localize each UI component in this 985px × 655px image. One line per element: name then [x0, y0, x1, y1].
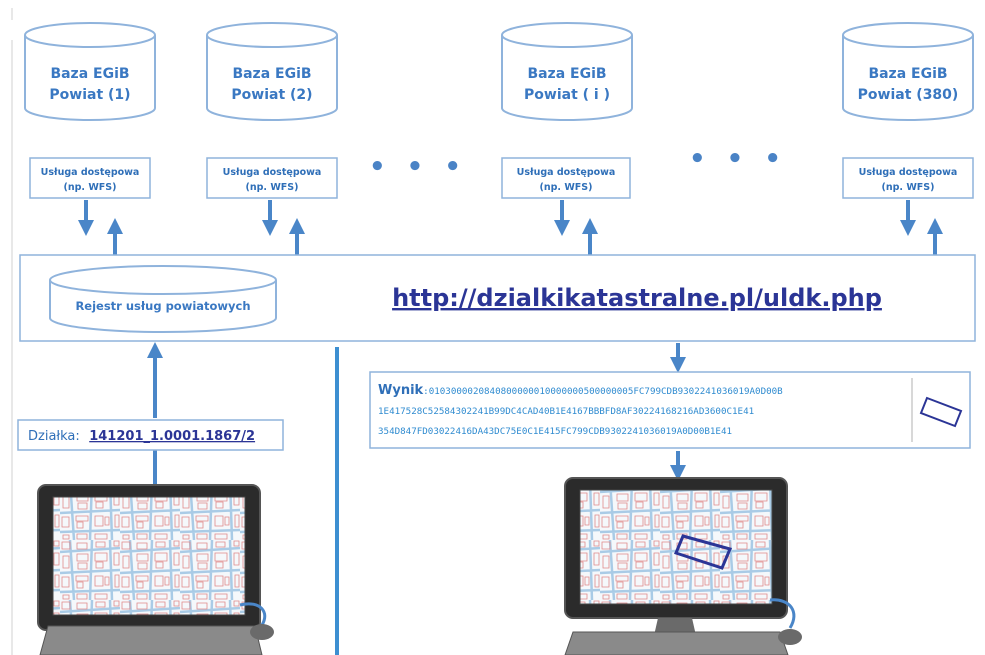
service-box-i: Usługa dostępowa (np. WFS) — [501, 157, 631, 199]
database-icon — [49, 265, 277, 333]
result-box: Wynik:0103000020840800000010000000500000… — [369, 371, 971, 449]
registry-database: Rejestr usług powiatowych — [49, 265, 277, 333]
parcel-polygon-icon — [919, 396, 963, 428]
database-powiat-2: Baza EGiB Powiat (2) — [206, 22, 338, 121]
result-wkb-line: :0103000020840800000010000000500000005FC… — [423, 386, 783, 397]
database-icon — [842, 22, 974, 121]
map-screen — [52, 496, 246, 616]
registry-label: Rejestr usług powiatowych — [75, 299, 250, 313]
svg-text:Wynik:010300002084080000001000: Wynik:0103000020840800000010000000500000… — [378, 383, 783, 398]
svg-text:Działka: 141201_1.0001.1: Działka: 141201_1.0001.1867/2 — [28, 427, 255, 444]
service-label: Usługa dostępowa — [223, 167, 322, 178]
computer-icon — [564, 477, 802, 655]
result-wkb-line: 354D847FD03022416DA43DC75E0C1E415FC799CD… — [378, 426, 732, 437]
service-protocol: (np. WFS) — [882, 182, 935, 193]
database-title: Baza EGiB — [527, 66, 606, 82]
parcel-label: Działka: — [28, 429, 80, 444]
service-label: Usługa dostępowa — [517, 167, 616, 178]
ellipsis-right: • • • — [689, 144, 787, 174]
database-title: Baza EGiB — [232, 66, 311, 82]
service-protocol: (np. WFS) — [246, 182, 299, 193]
service-box-2: Usługa dostępowa (np. WFS) — [206, 157, 338, 199]
mouse — [250, 624, 274, 640]
database-title: Baza EGiB — [868, 66, 947, 82]
database-powiat-1: Baza EGiB Powiat (1) — [24, 22, 156, 121]
keyboard — [564, 631, 789, 655]
database-subtitle: Powiat (2) — [231, 87, 312, 103]
parcel-id-value[interactable]: 141201_1.0001.1867/2 — [89, 429, 255, 444]
database-powiat-i: Baza EGiB Powiat ( i ) — [501, 22, 633, 121]
service-arrows — [78, 200, 943, 255]
computer-icon — [37, 484, 274, 655]
database-icon — [501, 22, 633, 121]
service-label: Usługa dostępowa — [859, 167, 958, 178]
service-url-link[interactable]: http://dzialkikatastralne.pl/uldk.php — [392, 284, 882, 312]
parcel-id-box: Działka: 141201_1.0001.1867/2 — [17, 419, 284, 451]
service-protocol: (np. WFS) — [64, 182, 117, 193]
mouse-cable — [239, 602, 267, 626]
ellipsis-left: • • • — [369, 152, 467, 182]
service-box-1: Usługa dostępowa (np. WFS) — [29, 157, 151, 199]
map-screen — [579, 489, 773, 605]
keyboard — [39, 625, 263, 655]
mouse — [778, 629, 802, 645]
result-wkb-line: 1E417528C52584302241B99DC4CAD40B1E4167BB… — [378, 406, 754, 417]
database-subtitle: Powiat (1) — [49, 87, 130, 103]
result-label: Wynik — [378, 383, 424, 398]
mouse-cable — [769, 598, 796, 629]
database-powiat-380: Baza EGiB Powiat (380) — [842, 22, 974, 121]
database-subtitle: Powiat (380) — [858, 87, 959, 103]
service-label: Usługa dostępowa — [41, 167, 140, 178]
highlighted-parcel — [673, 534, 733, 570]
database-icon — [24, 22, 156, 121]
database-subtitle: Powiat ( i ) — [524, 87, 610, 103]
database-title: Baza EGiB — [50, 66, 129, 82]
service-protocol: (np. WFS) — [540, 182, 593, 193]
database-icon — [206, 22, 338, 121]
service-box-380: Usługa dostępowa (np. WFS) — [842, 157, 974, 199]
